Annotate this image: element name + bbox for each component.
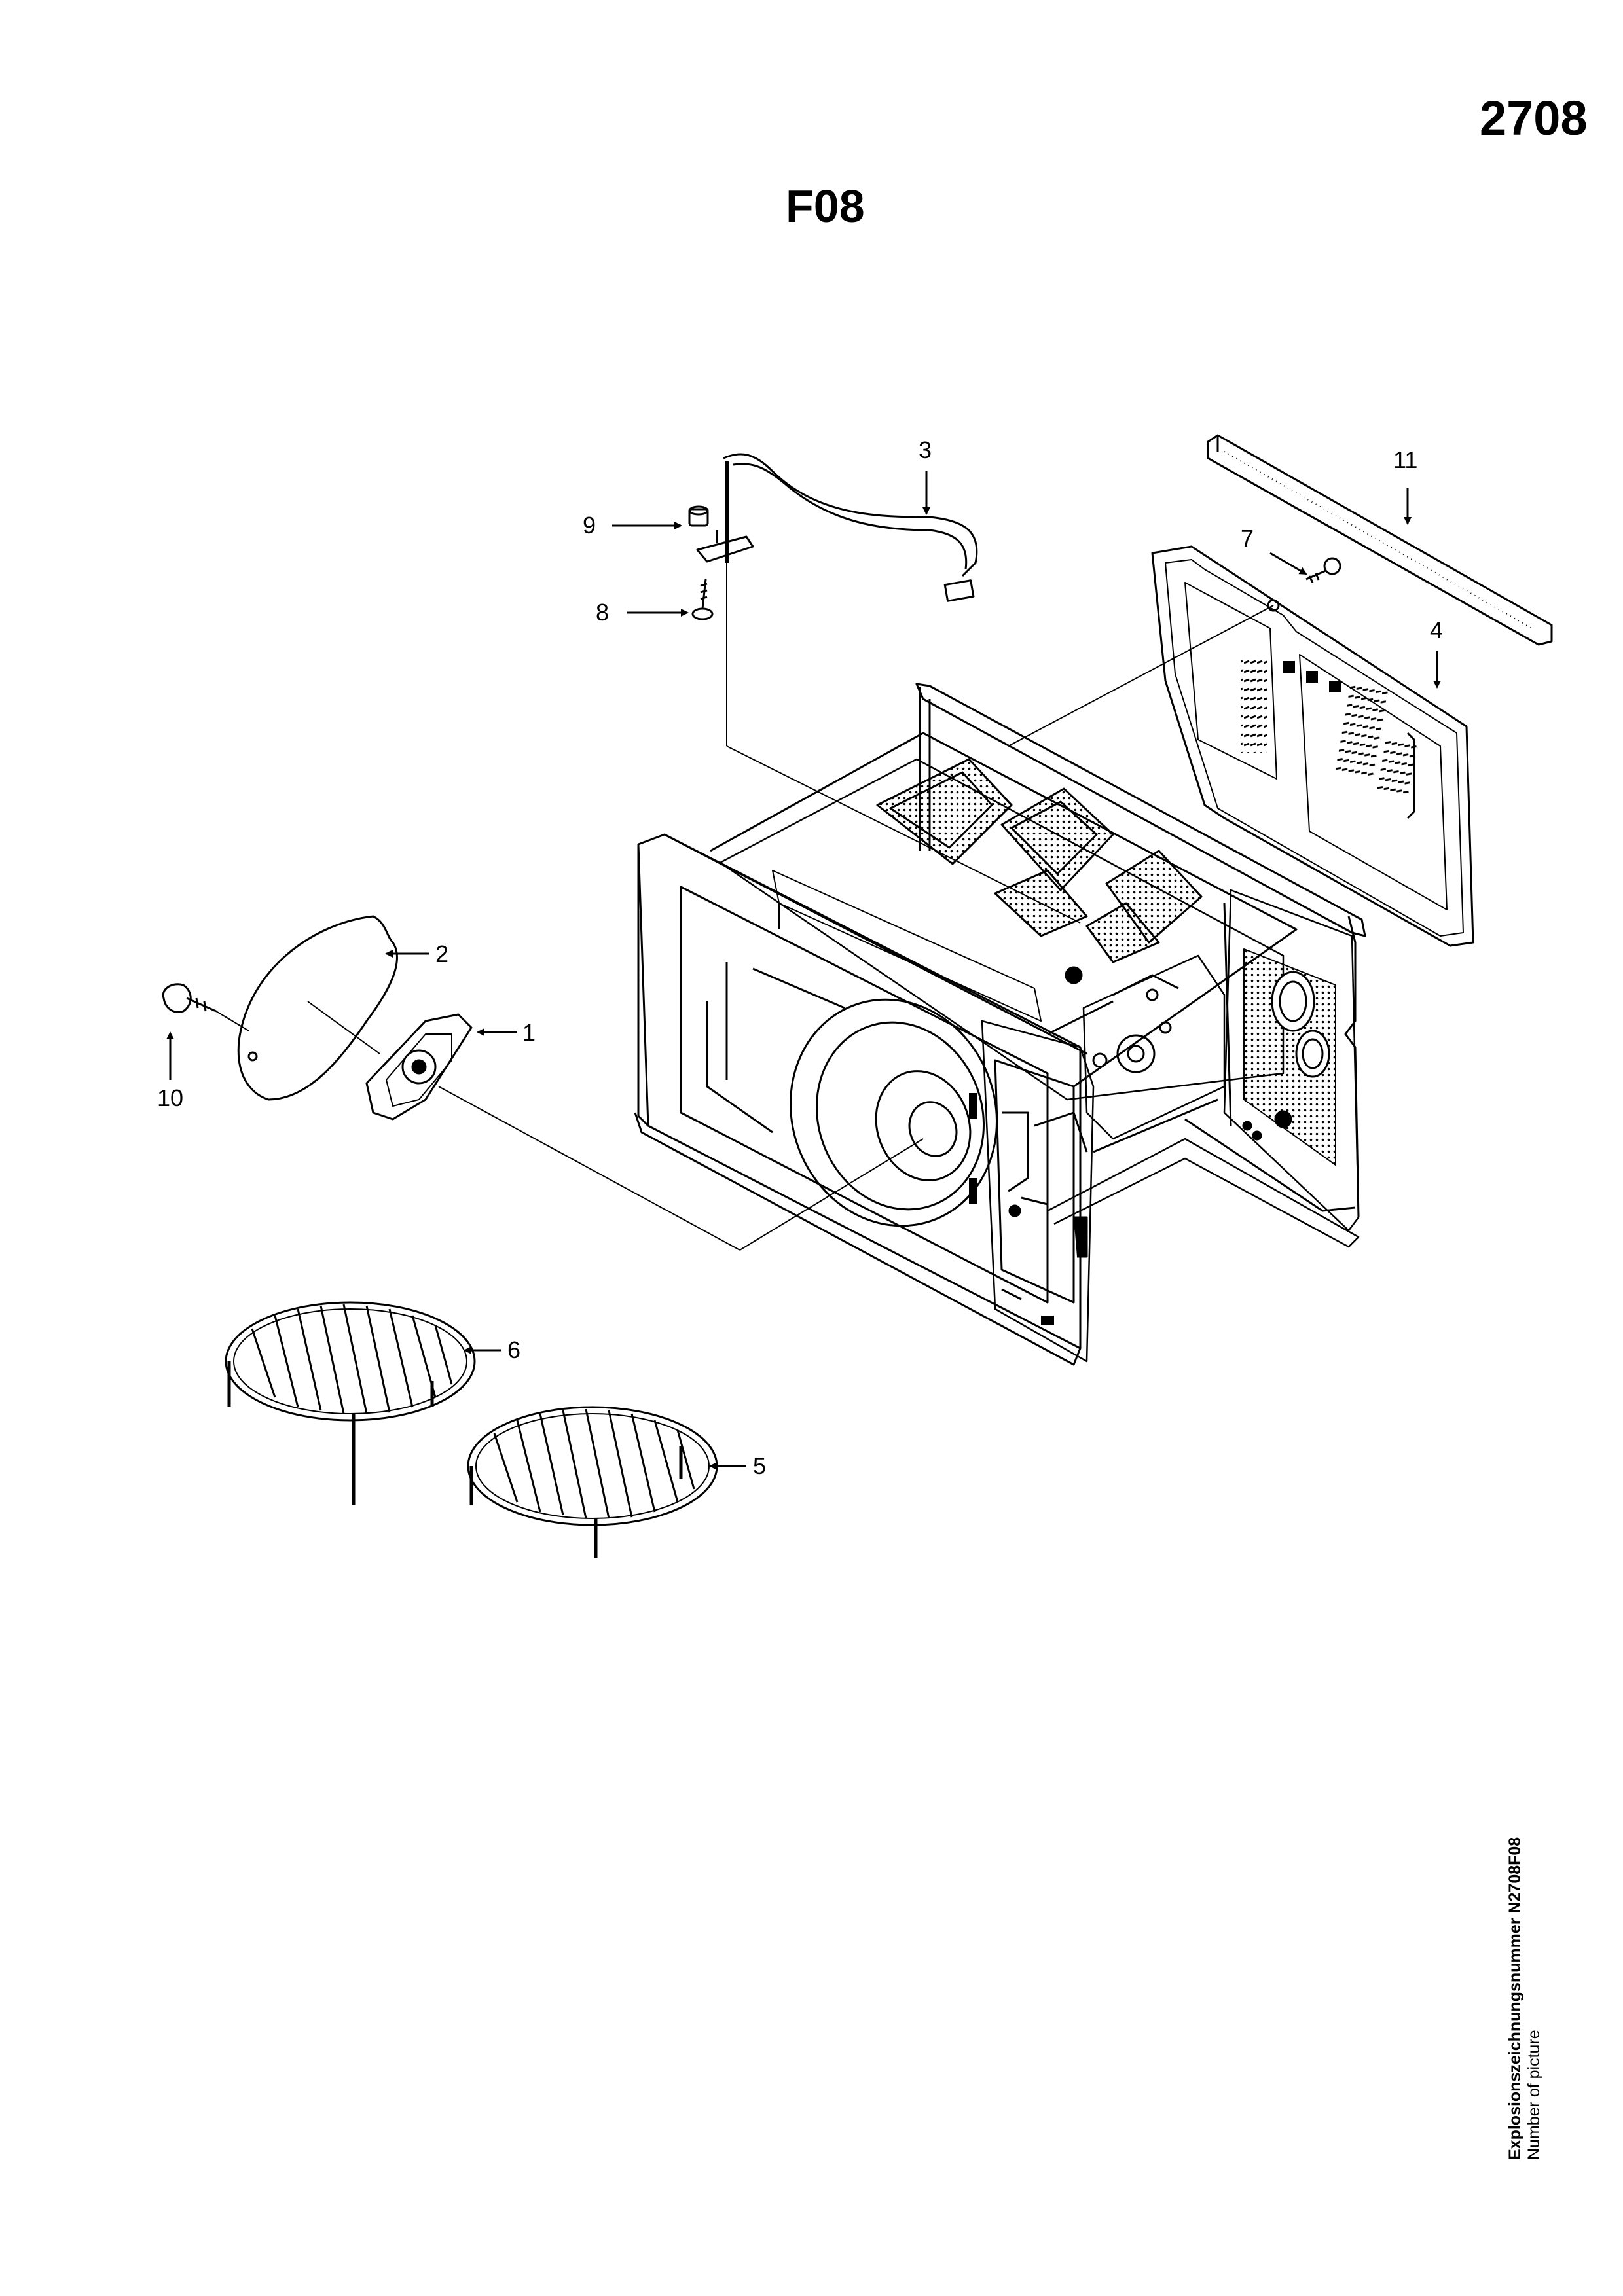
turntable-plate bbox=[237, 915, 398, 1101]
cover-panel bbox=[1151, 545, 1474, 947]
gasket-strip bbox=[1207, 434, 1553, 646]
callout-8: 8 bbox=[596, 599, 609, 626]
sheet-code: F08 bbox=[786, 181, 865, 232]
screw-8 bbox=[691, 579, 714, 620]
screw-10 bbox=[162, 983, 217, 1013]
drawing-number-caption: Explosionszeichnungsnummer N2708F08 Numb… bbox=[1506, 1505, 1544, 2160]
callout-11: 11 bbox=[1393, 446, 1417, 473]
assembly-guide-lines bbox=[215, 563, 1274, 1251]
oven-cavity bbox=[634, 683, 1366, 1366]
callout-1: 1 bbox=[522, 1019, 536, 1046]
callout-9: 9 bbox=[583, 512, 596, 539]
callout-labels: 1 2 3 4 5 6 7 8 9 10 11 bbox=[157, 437, 1443, 1479]
callout-3: 3 bbox=[919, 437, 932, 463]
caption-english: Number of picture bbox=[1525, 2030, 1543, 2160]
bracket bbox=[696, 530, 754, 563]
cavity-turntable-base bbox=[790, 998, 998, 1227]
callout-2: 2 bbox=[435, 941, 448, 967]
callout-5: 5 bbox=[753, 1452, 766, 1479]
callout-arrows bbox=[166, 471, 1441, 1470]
front-frame bbox=[634, 833, 1095, 1366]
nut-9 bbox=[688, 505, 709, 527]
callout-6: 6 bbox=[507, 1336, 520, 1363]
oven-rack-6 bbox=[225, 1301, 476, 1505]
coupler bbox=[365, 1013, 473, 1121]
motor-assembly bbox=[1034, 954, 1226, 1153]
cable-harness bbox=[723, 453, 978, 602]
callout-4: 4 bbox=[1430, 617, 1443, 643]
caption-german: Explosionszeichnungsnummer N2708F08 bbox=[1506, 1837, 1524, 2160]
callout-10: 10 bbox=[157, 1085, 183, 1111]
screw-7 bbox=[1305, 557, 1341, 583]
top-perforated-grills bbox=[876, 758, 1203, 963]
page-number: 2708 bbox=[1480, 91, 1588, 145]
callout-7: 7 bbox=[1241, 525, 1254, 552]
side-wall-panel bbox=[1184, 889, 1360, 1232]
oven-rack-5 bbox=[467, 1406, 718, 1558]
